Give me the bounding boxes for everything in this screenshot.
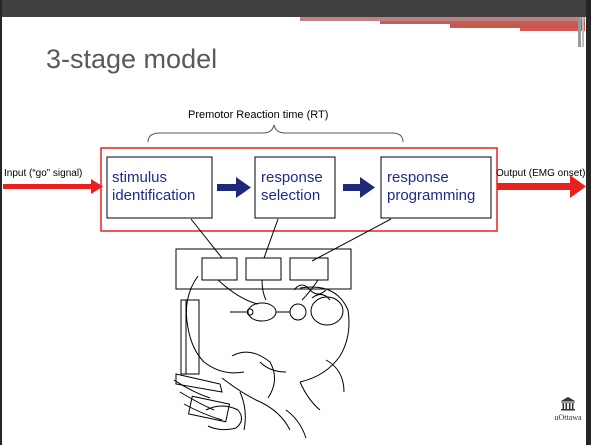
page-title: 3-stage model — [46, 44, 218, 74]
stage-1-line-2: identification — [112, 187, 196, 204]
rt-label: Premotor Reaction time (RT) — [188, 109, 329, 121]
stage-box-3 — [380, 156, 492, 219]
input-arrow — [3, 179, 103, 194]
person-illustration — [173, 218, 392, 439]
rt-bracket — [147, 124, 404, 143]
stage-3-line-1: response — [387, 169, 449, 186]
input-label: Input (“go” signal) — [4, 168, 83, 179]
logo-name: uOttawa — [554, 413, 582, 422]
stage-3-line-2: programming — [387, 187, 476, 204]
arrow-stage-2-to-3 — [343, 177, 375, 198]
stage-2-line-2: selection — [261, 187, 321, 204]
output-arrow — [497, 175, 586, 198]
stage-box-2 — [254, 156, 336, 219]
top-band — [0, 0, 591, 17]
output-label: Output (EMG onset) — [496, 168, 586, 179]
right-border — [586, 0, 591, 445]
university-logo: uOttawa — [551, 394, 585, 438]
left-border — [0, 0, 2, 445]
stage-1-label: stimulus identification — [112, 169, 195, 205]
stage-1-line-1: stimulus — [112, 169, 168, 186]
stage-box-1 — [106, 156, 213, 219]
stage-3-label: response programming — [387, 169, 475, 205]
stage-2-label: response selection — [261, 169, 323, 205]
stage-2-line-1: response — [261, 169, 323, 186]
building-icon — [561, 397, 575, 411]
arrow-stage-1-to-2 — [217, 177, 251, 198]
